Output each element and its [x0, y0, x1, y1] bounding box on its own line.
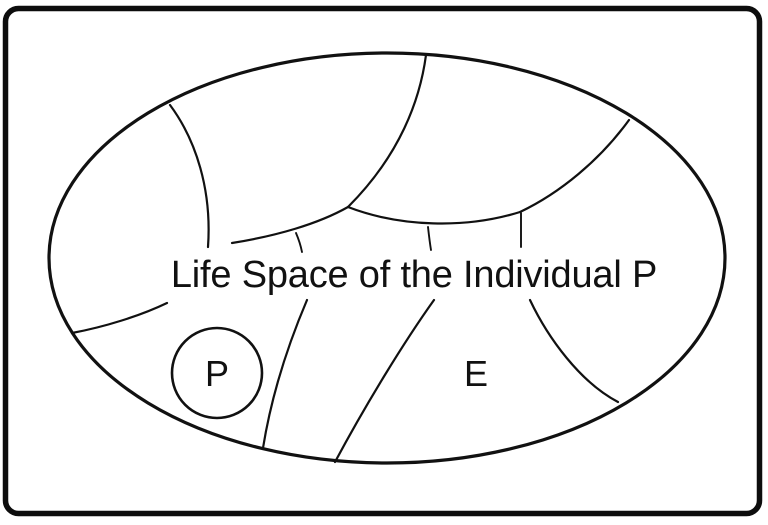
environment-label: E [464, 353, 488, 394]
region-divider-group [70, 53, 631, 464]
region-divider-lower-center [333, 298, 436, 464]
region-divider-central-upper [346, 53, 428, 209]
region-divider-lower-left [261, 298, 309, 450]
region-divider-lower-right [528, 298, 620, 404]
region-divider-stub-left [295, 232, 303, 253]
person-circle [170, 326, 264, 420]
region-divider-upper-left [168, 103, 210, 249]
region-divider-upper-right [518, 118, 631, 214]
region-divider-central-right-branch [346, 205, 522, 225]
person-label: P [205, 353, 229, 394]
region-divider-left-middle [70, 301, 169, 335]
diagram-title: Life Space of the Individual P [171, 254, 657, 296]
region-divider-stub-center [427, 226, 432, 251]
diagram-frame [2, 5, 763, 517]
life-space-boundary-ellipse [47, 51, 727, 465]
region-divider-central-left-branch [230, 205, 350, 245]
